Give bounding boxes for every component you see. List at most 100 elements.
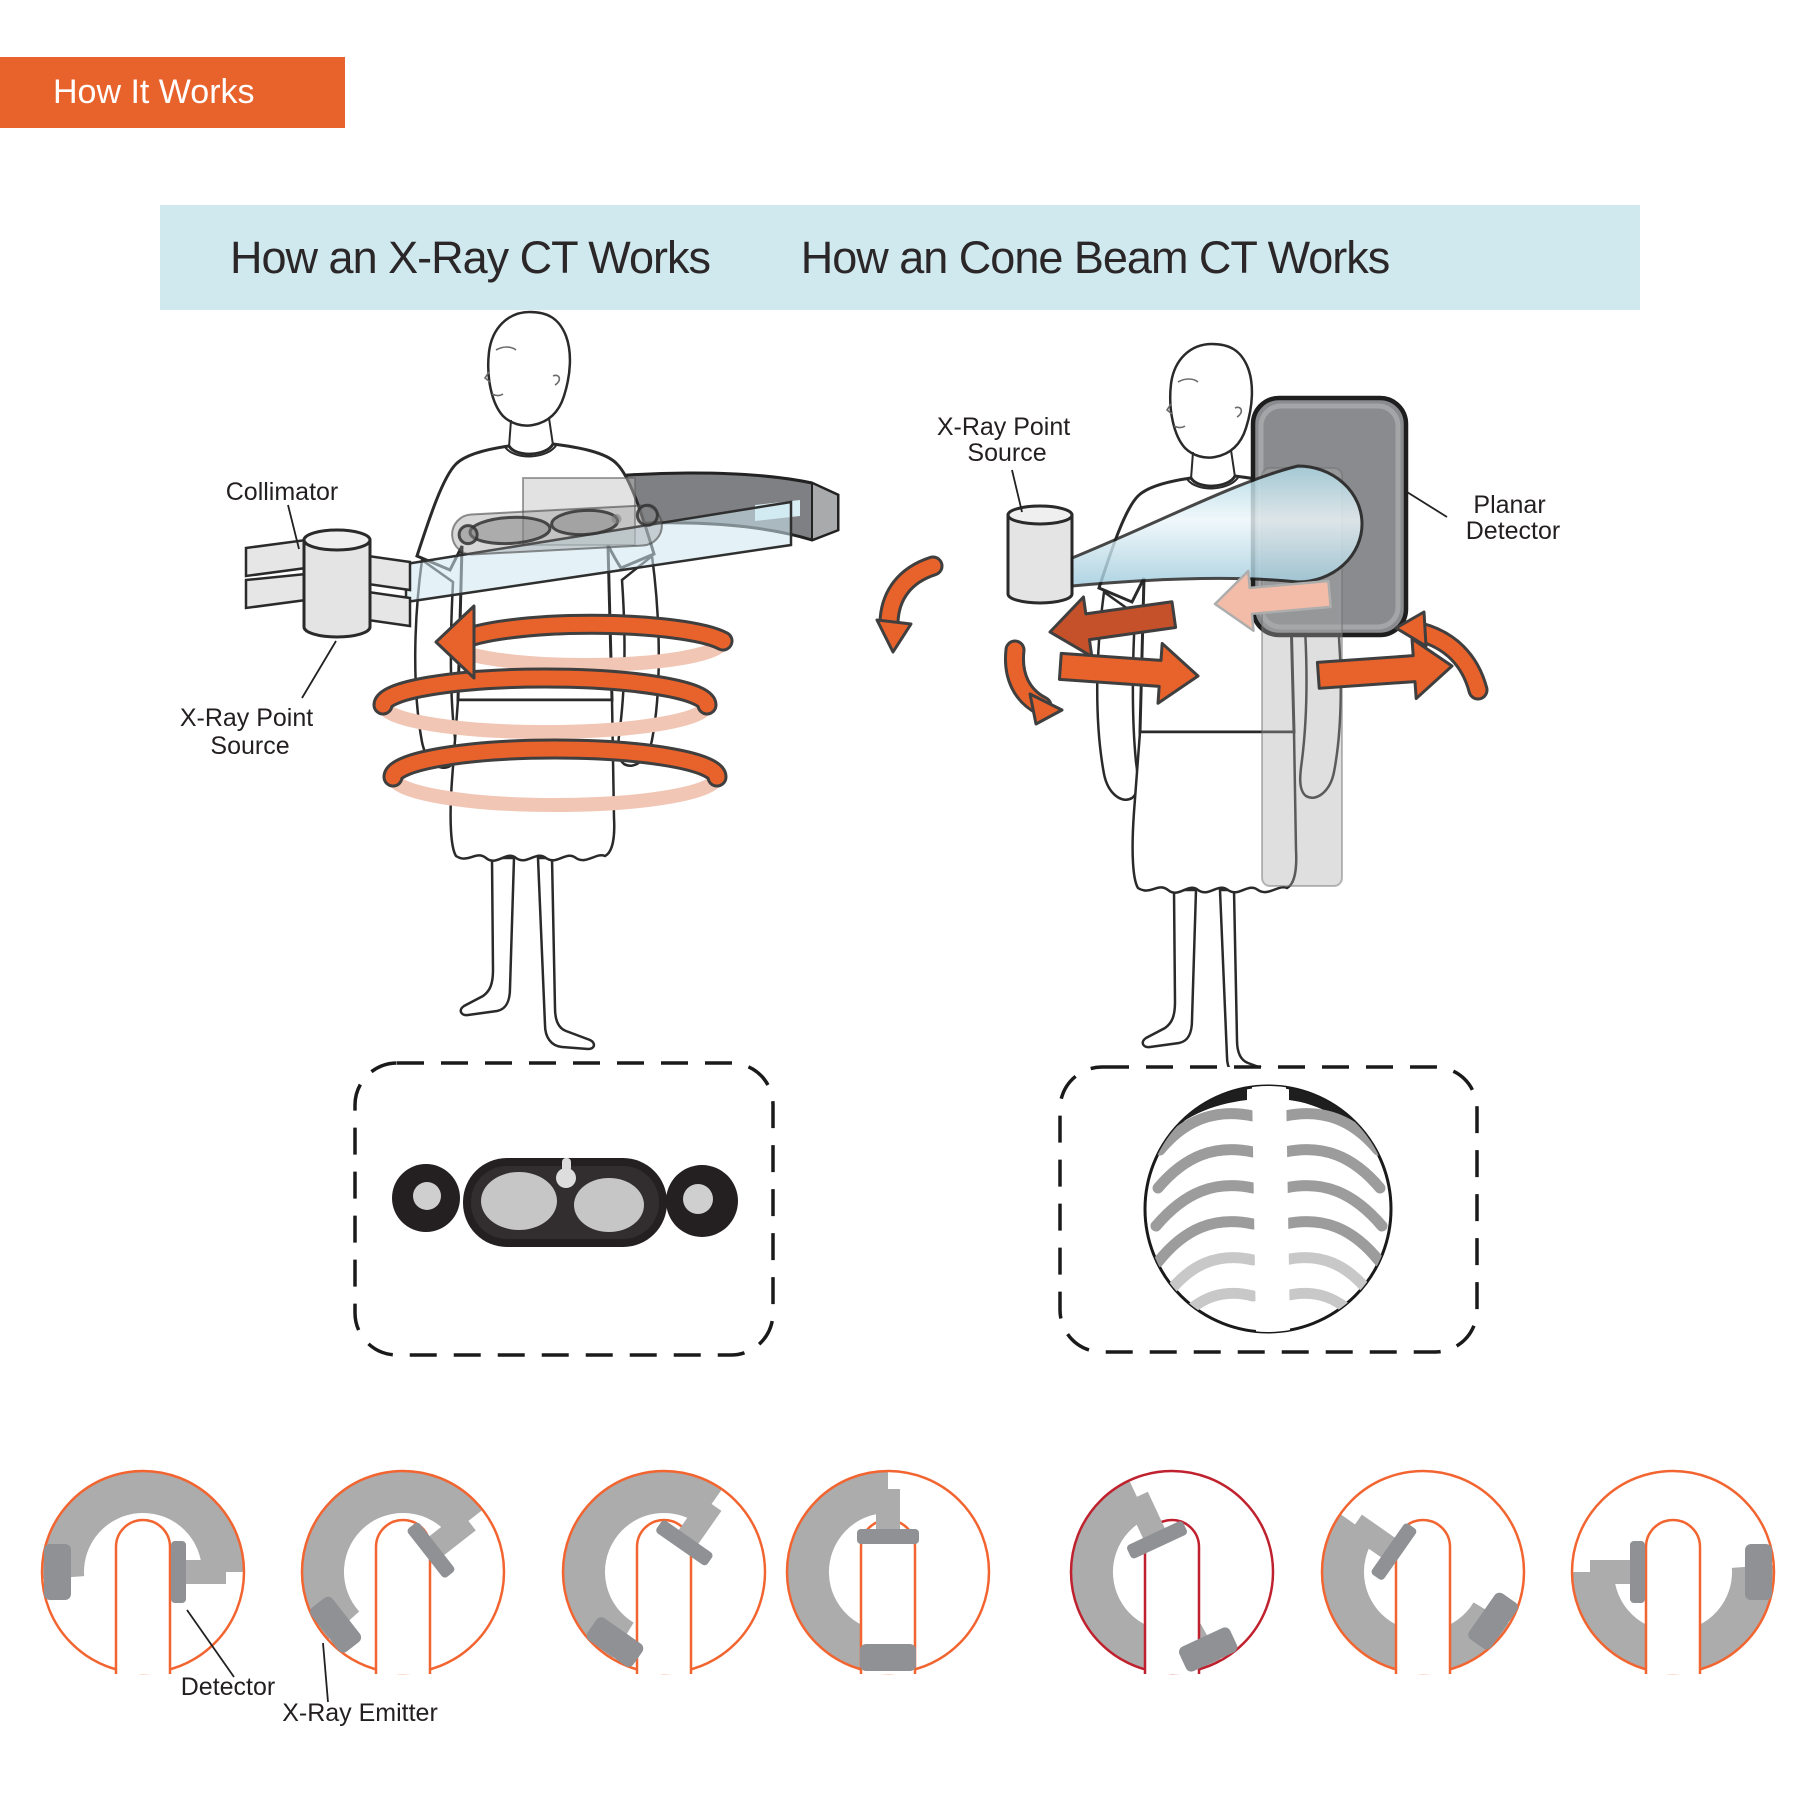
collimator-fin <box>244 538 308 578</box>
gantry-sequence-row <box>40 1469 1776 1675</box>
gantry-detector-block <box>656 1520 713 1566</box>
patient-left-head <box>483 310 572 449</box>
gantry-emitter-label: X-Ray Emitter <box>282 1699 438 1727</box>
collimator-fin <box>366 590 412 628</box>
gantry-assembly <box>44 1541 226 1603</box>
gantry-emitter-block <box>860 1644 916 1671</box>
dark-red-arrow <box>1048 595 1178 658</box>
slice-trachea <box>611 513 622 524</box>
gantry-detector-block <box>1630 1541 1645 1603</box>
xray-point-source-label-right: X-Ray Point Source <box>937 413 1077 467</box>
how-it-works-banner: How It Works <box>0 57 345 128</box>
gantry-ring-group <box>42 1470 244 1580</box>
gantry-arc <box>301 1470 483 1640</box>
gantry-ring-group <box>301 1470 483 1640</box>
gantry-arc <box>562 1471 722 1659</box>
cone-beam-result-box <box>1058 1065 1479 1354</box>
section-header: How an X-Ray CT Works How an Cone Beam C… <box>160 205 1640 310</box>
slice-humerus-right <box>683 1184 713 1214</box>
gantry-emitter-block <box>1468 1592 1518 1650</box>
gantry-frame <box>1069 1469 1275 1675</box>
curved-arrow-lowerleft-head <box>1028 692 1064 726</box>
slice-arm-right <box>635 503 659 527</box>
collimator-fin <box>366 554 412 592</box>
ct-detector-arm-endcap <box>811 481 839 542</box>
planar-detector-label: Planar Detector <box>1466 491 1560 545</box>
gantry-detector-block <box>407 1522 455 1578</box>
cone-beam <box>1070 464 1364 588</box>
gantry-detector-block <box>1127 1521 1187 1559</box>
gantry-assembly <box>310 1511 476 1653</box>
gantry-detector-block <box>857 1529 919 1544</box>
slice-lung-right <box>574 1178 644 1232</box>
ct-slice-in-beam <box>451 503 663 556</box>
gantry-assembly <box>1590 1541 1772 1603</box>
dark-red-left-arrow <box>1048 595 1178 658</box>
slice-trachea <box>556 1168 576 1188</box>
slice-arm-left <box>457 524 479 546</box>
curved-arrow-farright-head <box>1394 610 1428 648</box>
spiral-back-3 <box>386 770 724 812</box>
source-pointer-line-right <box>1011 469 1023 513</box>
gantry-assembly <box>1126 1491 1238 1672</box>
ct-result-box <box>353 1061 775 1357</box>
xray-shadow <box>1161 1280 1248 1332</box>
curved-arrow-farleft <box>881 558 941 630</box>
patient-right-head <box>1165 342 1254 481</box>
gantry-bore <box>114 1518 172 1674</box>
gantry-detector-block <box>171 1541 186 1603</box>
pale-arrow-left <box>1213 569 1332 632</box>
spiral-arrowhead <box>434 604 476 680</box>
collimator-assembly <box>244 528 412 639</box>
gantry-emitter-block <box>44 1544 71 1600</box>
collimator-fin <box>244 572 308 610</box>
gantry-arc <box>1322 1514 1510 1674</box>
gantry-emitter-block <box>1745 1544 1772 1600</box>
gantry-bore <box>1644 1518 1702 1674</box>
curved-arrow-farleft-head <box>875 618 913 654</box>
curved-arrow-farright <box>1412 624 1486 698</box>
xray-source-cylinder <box>302 538 372 639</box>
gantry-assembly <box>857 1489 919 1671</box>
ribcage-xray-result <box>1143 1084 1393 1334</box>
left-diagram-title: How an X-Ray CT Works <box>230 232 711 283</box>
gantry-frame <box>561 1469 767 1675</box>
right-diagram-title: How an Cone Beam CT Works <box>800 232 1391 283</box>
detector-pointer-line <box>1406 491 1448 518</box>
orange-arrow-right <box>1315 637 1454 701</box>
gantry-assembly <box>1348 1514 1518 1650</box>
orange-right-arrow <box>1057 641 1200 705</box>
gantry-detector-block <box>1371 1523 1417 1580</box>
collimator-label: Collimator <box>226 478 339 506</box>
gantry-ring-group <box>786 1471 896 1673</box>
patient-right-head-layer <box>1165 342 1254 481</box>
gantry-detector-label: Detector <box>181 1673 275 1701</box>
source-pointer-line-left <box>301 640 337 699</box>
slice-humerus-left <box>413 1182 441 1210</box>
orange-right-arrow-2 <box>1315 637 1454 701</box>
gantry-arc <box>42 1470 244 1580</box>
gantry-emitter-block <box>1179 1627 1238 1672</box>
cone-beam-ct-diagram: X-Ray Point Source Planar Detector <box>875 342 1560 1083</box>
gantry-assembly <box>586 1497 722 1667</box>
cone-source-cylinder-top <box>1006 504 1074 526</box>
gantry-emitter-pointer <box>322 1642 329 1703</box>
collimator-pointer-line <box>287 504 300 550</box>
gantry-frame <box>40 1469 246 1675</box>
spiral-front-2 <box>375 670 715 713</box>
spiral-front-3 <box>385 741 725 785</box>
pale-left-arrow <box>1213 569 1332 632</box>
spiral-arrows <box>372 604 734 812</box>
spiral-front-1 <box>452 616 731 649</box>
spine <box>1252 1086 1290 1332</box>
gantry-emitter-block <box>310 1596 362 1653</box>
xray-shadow <box>1289 1087 1381 1152</box>
gantry-frame <box>1570 1469 1776 1675</box>
slice-lung-left <box>481 1172 557 1230</box>
xray-source-cylinder-top <box>302 528 372 552</box>
gantry-arc <box>786 1471 896 1673</box>
gantry-arm <box>876 1489 900 1542</box>
spiral-back-2 <box>376 698 714 739</box>
